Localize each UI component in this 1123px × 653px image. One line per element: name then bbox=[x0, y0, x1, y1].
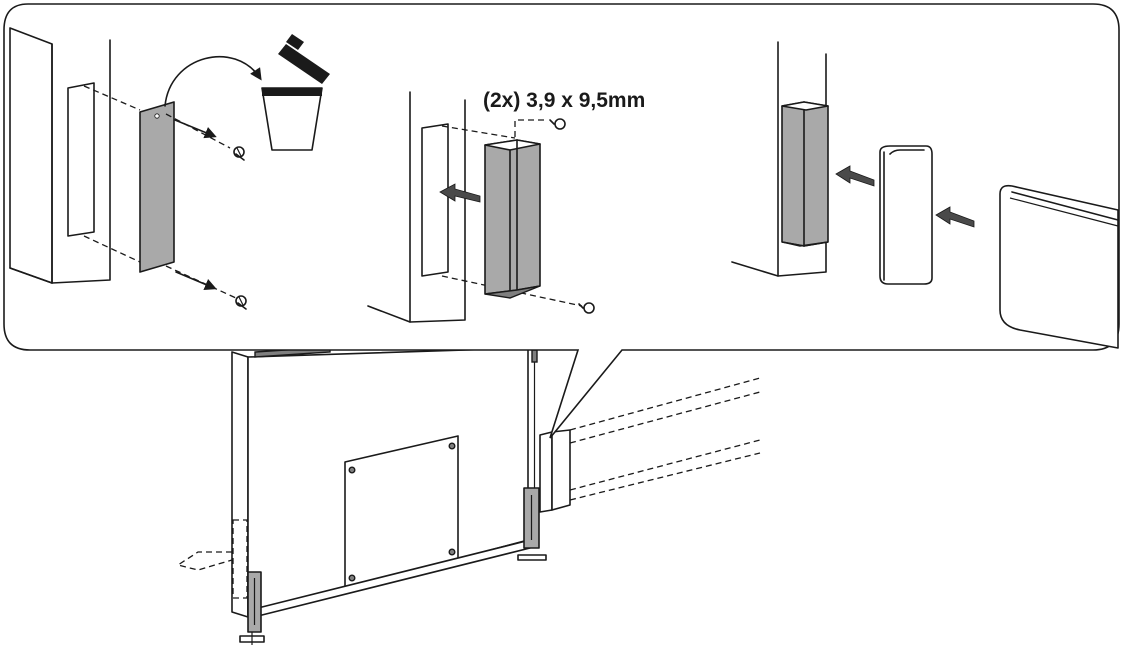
adjacent-cabinet bbox=[539, 377, 761, 513]
push-arrow-icon bbox=[835, 165, 875, 187]
push-arrow-icon bbox=[439, 183, 481, 203]
right-leg bbox=[517, 349, 547, 561]
screw-icon bbox=[578, 302, 595, 314]
screw-icon bbox=[233, 146, 245, 161]
screw-icon bbox=[235, 295, 247, 310]
step-3-fit-cover bbox=[731, 41, 1119, 349]
screw-icon bbox=[549, 118, 566, 130]
trash-bin-icon bbox=[261, 34, 330, 151]
step-2-attach-bracket: (2x) 3,9 x 9,5mm bbox=[367, 89, 645, 323]
appliance-overview bbox=[176, 345, 761, 645]
push-arrow-icon bbox=[935, 206, 975, 228]
left-leg bbox=[239, 571, 265, 645]
step-1-remove-cover bbox=[9, 27, 330, 310]
curved-arrow-icon bbox=[164, 55, 262, 107]
screw-spec-label: (2x) 3,9 x 9,5mm bbox=[483, 89, 645, 112]
